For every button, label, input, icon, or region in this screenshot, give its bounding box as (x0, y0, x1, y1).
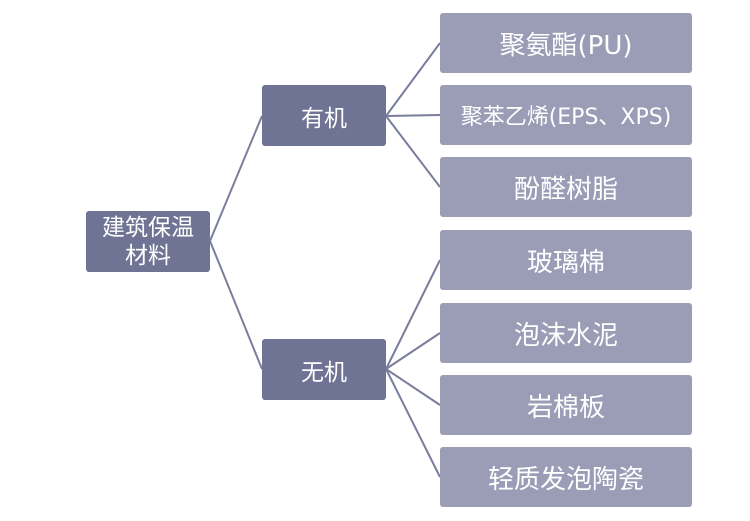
leaf-label: 玻璃棉 (526, 247, 605, 278)
leaf-node-glass-wool: 玻璃棉 (440, 230, 692, 290)
connector-root-inorganic (209, 240, 263, 370)
connector-inorganic-leaf-4 (385, 368, 441, 478)
leaf-node-polystyrene: 聚苯乙烯(EPS、XPS) (440, 85, 692, 145)
leaf-node-phenolic-resin: 酚醛树脂 (440, 157, 692, 217)
leaf-node-polyurethane: 聚氨酯(PU) (440, 13, 692, 73)
branch-organic-label: 有机 (301, 105, 347, 132)
connector-organic-leaf-1 (385, 42, 441, 117)
branch-node-inorganic: 无机 (262, 339, 386, 400)
branch-inorganic-label: 无机 (301, 359, 347, 386)
leaf-label: 聚苯乙烯(EPS、XPS) (460, 105, 672, 130)
branch-node-organic: 有机 (262, 85, 386, 146)
connector-organic-leaf-3 (385, 115, 441, 188)
leaf-node-foam-cement: 泡沫水泥 (440, 303, 692, 363)
leaf-label: 酚醛树脂 (513, 174, 618, 205)
leaf-label: 泡沫水泥 (513, 320, 618, 351)
connector-inorganic-leaf-3 (385, 368, 441, 406)
leaf-node-lightweight-foamed-ceramic: 轻质发泡陶瓷 (440, 447, 692, 507)
root-node-building-insulation-materials: 建筑保温材料 (86, 211, 210, 272)
connector-root-organic (209, 115, 263, 242)
leaf-label: 岩棉板 (526, 392, 605, 423)
root-node-label: 建筑保温材料 (102, 214, 194, 269)
leaf-label: 轻质发泡陶瓷 (487, 464, 644, 495)
leaf-node-rock-wool-board: 岩棉板 (440, 375, 692, 435)
connector-organic-leaf-2 (385, 114, 441, 117)
connector-inorganic-leaf-2 (385, 332, 441, 370)
connector-inorganic-leaf-1 (385, 259, 441, 370)
leaf-label: 聚氨酯(PU) (499, 30, 633, 61)
